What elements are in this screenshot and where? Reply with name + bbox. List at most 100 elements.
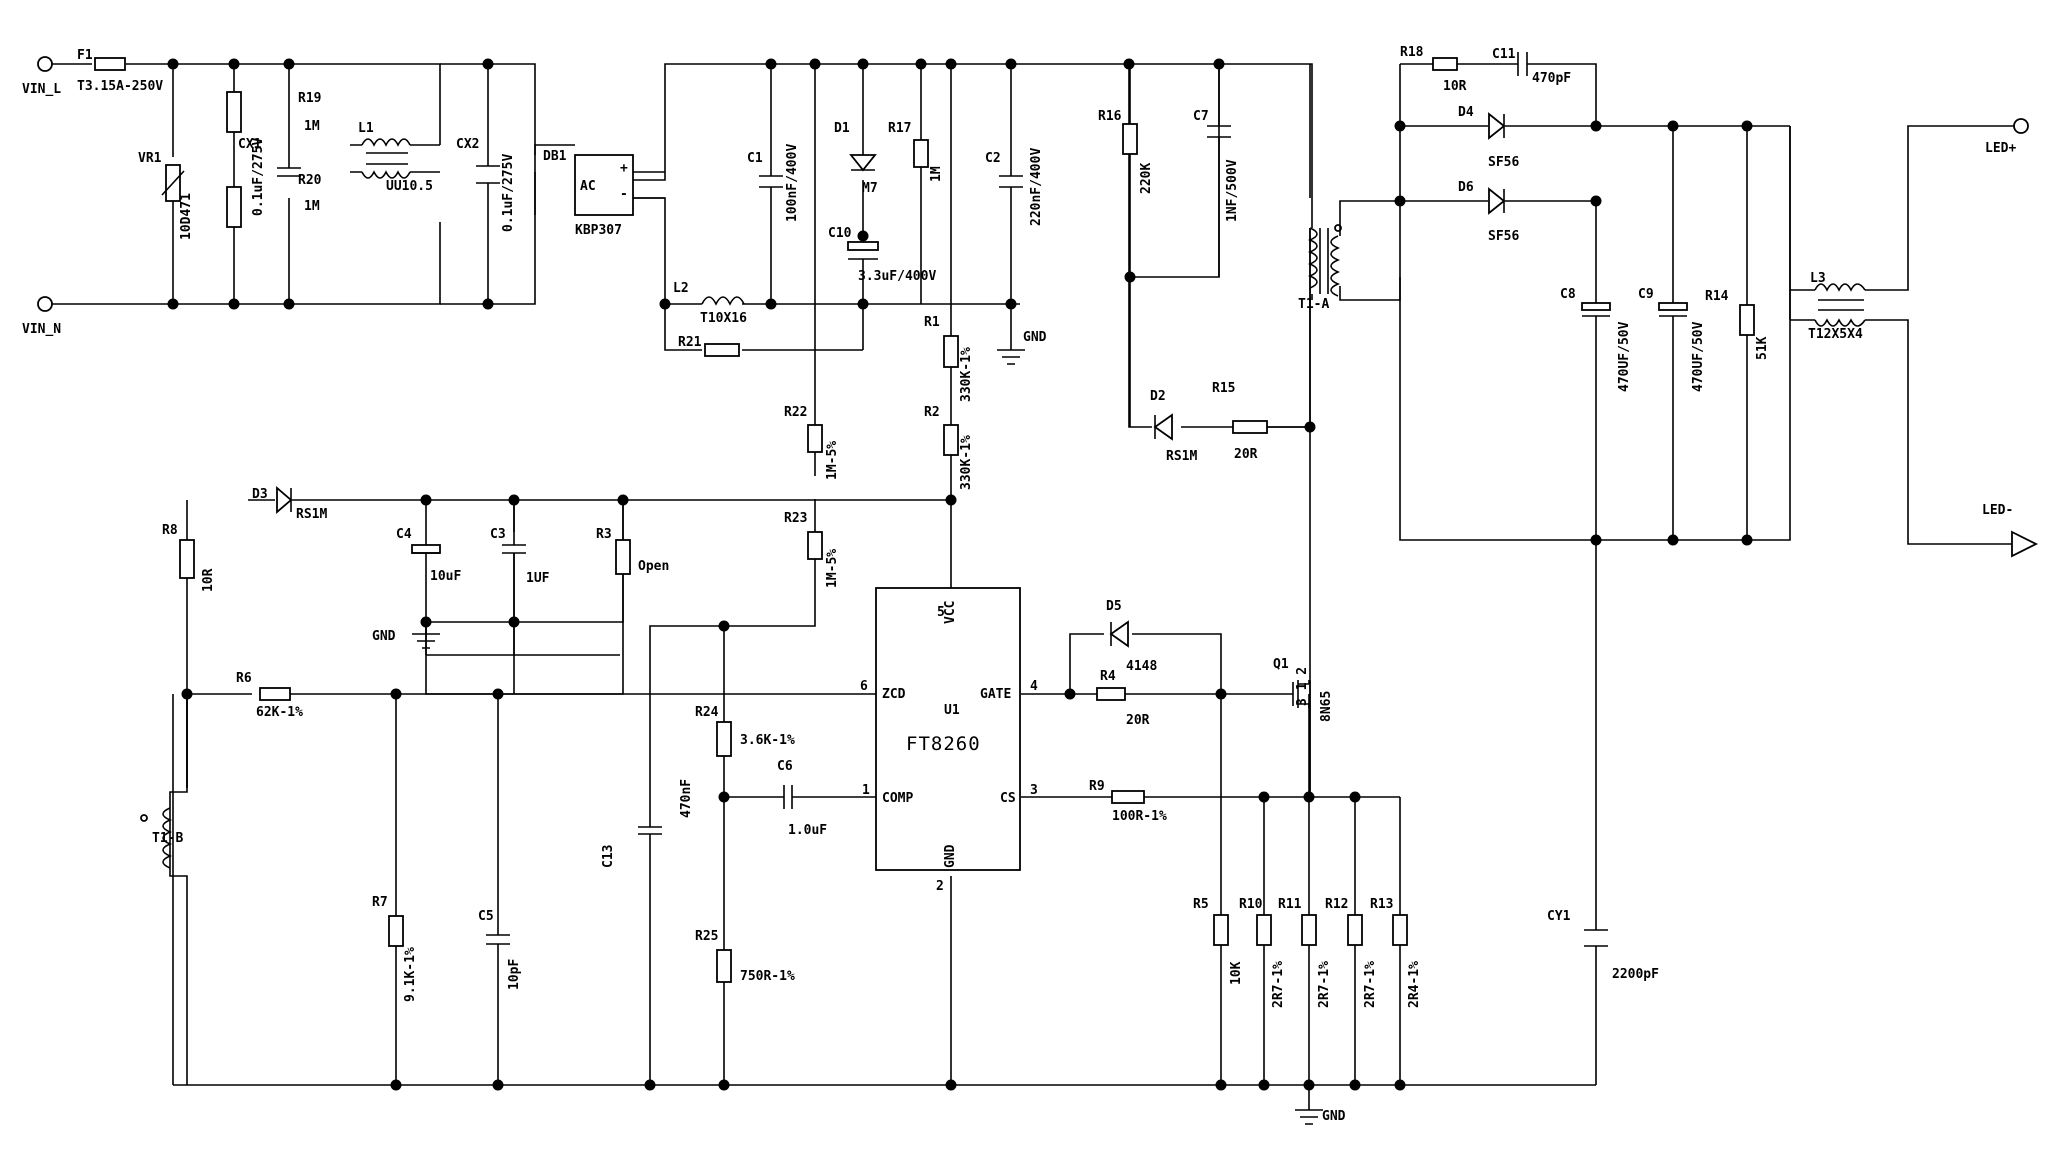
svg-text:100nF/400V: 100nF/400V xyxy=(785,144,800,222)
diode-d4: D4 SF56 xyxy=(1458,105,1519,170)
svg-text:20R: 20R xyxy=(1126,713,1150,728)
svg-text:R7: R7 xyxy=(372,895,388,910)
svg-text:UU10.5: UU10.5 xyxy=(386,179,433,194)
svg-text:10uF: 10uF xyxy=(430,569,461,584)
svg-text:RS1M: RS1M xyxy=(296,507,327,522)
ic-name: FT8260 xyxy=(906,733,981,755)
transformer-t1-a: T1-A xyxy=(1298,200,1401,312)
svg-text:L1: L1 xyxy=(358,121,374,136)
svg-text:C8: C8 xyxy=(1560,287,1576,302)
resistor-r12: R12 2R7-1% xyxy=(1325,897,1378,1008)
resistor-r16: R16 220K xyxy=(1098,64,1154,427)
svg-text:R19: R19 xyxy=(298,91,321,106)
svg-text:R22: R22 xyxy=(784,405,807,420)
svg-text:R18: R18 xyxy=(1400,45,1424,60)
svg-text:T1-B: T1-B xyxy=(152,831,183,846)
resistor-r21: R21 xyxy=(678,335,740,357)
svg-text:100R-1%: 100R-1% xyxy=(1112,809,1167,824)
led-minus-label: LED- xyxy=(1982,503,2013,518)
resistor-r1: R1 330K-1% xyxy=(924,315,974,402)
svg-text:330K-1%: 330K-1% xyxy=(959,435,974,490)
capacitor-c6: C6 1.0uF xyxy=(777,759,827,838)
common-mode-choke-l3: L3 T12X5X4 xyxy=(1808,271,1866,342)
svg-text:R20: R20 xyxy=(298,173,322,188)
svg-text:CY1: CY1 xyxy=(1547,909,1571,924)
svg-text:L3: L3 xyxy=(1810,271,1826,286)
resistor-r7: R7 9.1K-1% xyxy=(372,895,418,1002)
junction-dots xyxy=(167,58,1753,1091)
svg-text:750R-1%: 750R-1% xyxy=(740,969,795,984)
pin-vcc-num: 5 xyxy=(937,605,945,620)
svg-text:R10: R10 xyxy=(1239,897,1263,912)
svg-text:Q1: Q1 xyxy=(1273,657,1289,672)
svg-text:R4: R4 xyxy=(1100,669,1116,684)
svg-text:10R: 10R xyxy=(1443,79,1467,94)
capacitor-c5: C5 10pF xyxy=(478,909,522,990)
svg-text:R3: R3 xyxy=(596,527,612,542)
svg-text:T12X5X4: T12X5X4 xyxy=(1808,327,1863,342)
transformer-t1-b: T1-B xyxy=(140,807,183,869)
svg-text:C1: C1 xyxy=(747,151,763,166)
capacitor-c9: C9 470UF/50V xyxy=(1638,287,1706,392)
svg-text:1M-5%: 1M-5% xyxy=(825,549,840,588)
svg-text:M7: M7 xyxy=(862,181,878,196)
pin-comp-num: 1 xyxy=(862,783,870,798)
svg-text:D1: D1 xyxy=(834,121,850,136)
svg-text:2R7-1%: 2R7-1% xyxy=(1317,961,1332,1008)
resistor-r22: R22 1M-5% xyxy=(784,405,840,480)
svg-text:GND: GND xyxy=(1023,330,1047,345)
svg-text:GND: GND xyxy=(1322,1109,1346,1124)
svg-text:10R: 10R xyxy=(201,568,216,592)
ic-u1: U1 FT8260 VCC 5 ZCD 6 GATE 4 COMP 1 CS 3… xyxy=(860,587,1038,894)
svg-text:470nF: 470nF xyxy=(679,779,694,818)
resistor-r9: R9 100R-1% xyxy=(1089,779,1167,824)
pin-cs-num: 3 xyxy=(1030,783,1038,798)
svg-text:D4: D4 xyxy=(1458,105,1474,120)
diode-d3: D3 RS1M xyxy=(252,486,327,522)
resistor-r14: R14 51K xyxy=(1705,289,1770,360)
svg-text:3.3uF/400V: 3.3uF/400V xyxy=(858,269,936,284)
svg-text:Open: Open xyxy=(638,559,669,574)
vin-l-label: VIN_L xyxy=(22,82,61,97)
resistor-r18: R18 10R xyxy=(1400,45,1467,94)
resistor-r5: R5 10K xyxy=(1193,897,1244,985)
svg-text:C11: C11 xyxy=(1492,47,1516,62)
capacitor-c7: C7 1NF/500V xyxy=(1193,64,1240,277)
svg-text:R9: R9 xyxy=(1089,779,1105,794)
led-plus-terminal xyxy=(2013,118,2029,134)
svg-text:62K-1%: 62K-1% xyxy=(256,705,303,720)
svg-text:0.1uF/275V: 0.1uF/275V xyxy=(251,138,266,216)
svg-text:0.1uF/275V: 0.1uF/275V xyxy=(501,154,516,232)
svg-text:2200pF: 2200pF xyxy=(1612,967,1659,982)
capacitor-c8: C8 470UF/50V xyxy=(1560,287,1632,392)
capacitor-c11: C11 470pF xyxy=(1492,47,1571,86)
svg-text:R12: R12 xyxy=(1325,897,1348,912)
svg-text:R17: R17 xyxy=(888,121,911,136)
vin-n-terminal xyxy=(37,296,53,312)
diode-d5: D5 4148 xyxy=(1106,599,1157,674)
svg-text:2R7-1%: 2R7-1% xyxy=(1271,961,1286,1008)
svg-text:AC: AC xyxy=(580,179,596,194)
diode-d1: D1 M7 xyxy=(834,121,878,196)
svg-text:1UF: 1UF xyxy=(526,571,550,586)
resistor-r23: R23 1M-5% xyxy=(784,511,840,588)
capacitor-cx1: CX1 0.1uF/275V xyxy=(238,137,301,216)
resistor-r24: R24 3.6K-1% xyxy=(695,705,795,757)
svg-text:2R7-1%: 2R7-1% xyxy=(1363,961,1378,1008)
svg-text:C4: C4 xyxy=(396,527,412,542)
svg-text:R24: R24 xyxy=(695,705,719,720)
svg-text:R13: R13 xyxy=(1370,897,1393,912)
svg-text:10K: 10K xyxy=(1229,961,1244,985)
svg-text:T10X16: T10X16 xyxy=(700,311,747,326)
resistor-r10: R10 2R7-1% xyxy=(1239,897,1286,1008)
svg-text:D2: D2 xyxy=(1150,389,1166,404)
capacitor-c3: C3 1UF xyxy=(490,500,550,622)
led-minus-arrow xyxy=(2011,530,2039,558)
svg-text:T1-A: T1-A xyxy=(1298,297,1329,312)
capacitor-cx2: CX2 0.1uF/275V xyxy=(456,137,516,232)
pin-gate-num: 4 xyxy=(1030,679,1038,694)
svg-text:R15: R15 xyxy=(1212,381,1235,396)
svg-text:3 1 2: 3 1 2 xyxy=(1295,667,1310,706)
svg-text:R21: R21 xyxy=(678,335,702,350)
